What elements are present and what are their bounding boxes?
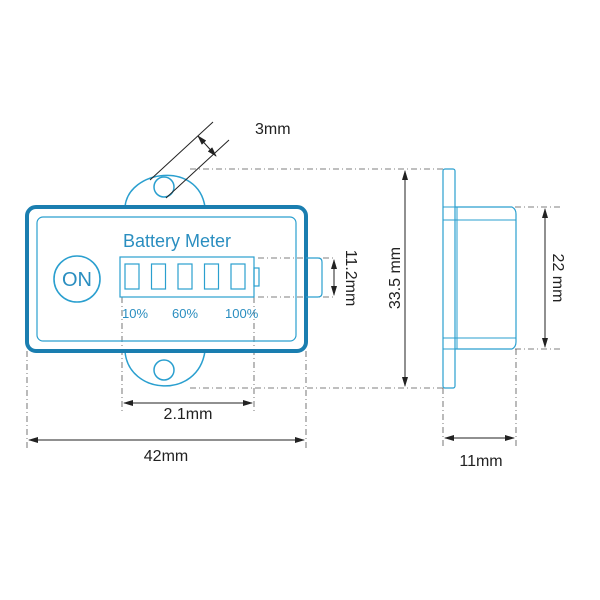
- battery-segment: [124, 263, 140, 290]
- battery-segment: [230, 263, 246, 290]
- scale-label-10: 10%: [122, 306, 148, 321]
- battery-segments: [124, 263, 246, 290]
- scale-label-60: 60%: [172, 306, 198, 321]
- dim-body-height: 22 mm: [549, 254, 566, 303]
- on-button-label: ON: [62, 269, 92, 291]
- battery-segment: [203, 263, 220, 290]
- dim-total-height: 33.5 mm: [387, 247, 404, 309]
- mounting-hole-bottom: [153, 359, 175, 381]
- dimension-lines: [28, 121, 548, 443]
- dim-display-width: 2.1mm: [164, 406, 213, 423]
- battery-segment: [150, 263, 167, 290]
- device-title: Battery Meter: [123, 231, 231, 251]
- scale-label-100: 100%: [225, 306, 259, 321]
- dim-connector-height: 11.2mm: [342, 250, 359, 307]
- dim-total-width: 42mm: [144, 448, 188, 465]
- on-button: [53, 255, 101, 303]
- dim-depth: 11mm: [459, 453, 502, 470]
- front-view: [25, 174, 323, 387]
- extension-lines: [26, 168, 560, 448]
- side-view: [442, 168, 517, 389]
- battery-segment: [177, 263, 193, 290]
- dim-hole: 3mm: [255, 121, 291, 138]
- mounting-hole-top: [153, 176, 175, 198]
